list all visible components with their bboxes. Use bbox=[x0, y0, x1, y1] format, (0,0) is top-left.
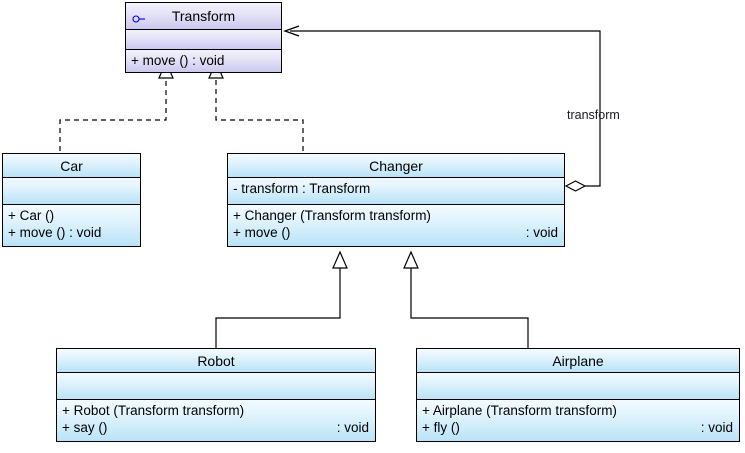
operation-row: + move () : void bbox=[131, 52, 277, 69]
operation-signature: + say () bbox=[62, 420, 108, 435]
operation-row: + say () : void bbox=[62, 419, 371, 436]
operation-text: + Robot (Transform transform) bbox=[62, 403, 245, 418]
operation-text: + Car () bbox=[8, 208, 55, 223]
operation-return-type: : void bbox=[336, 420, 369, 435]
operation-row: + Robot (Transform transform) bbox=[62, 402, 371, 419]
association-end-label-transform: transform bbox=[567, 108, 620, 122]
operation-row: + move () : void bbox=[233, 224, 560, 241]
attributes-compartment-car bbox=[3, 178, 140, 205]
attributes-compartment-airplane bbox=[417, 373, 739, 400]
class-name-airplane: Airplane bbox=[552, 352, 604, 369]
class-name-robot: Robot bbox=[197, 352, 235, 369]
operation-row: + fly () : void bbox=[422, 419, 735, 436]
operations-compartment-changer: + Changer (Transform transform) + move (… bbox=[228, 205, 564, 246]
operation-text: + Changer (Transform transform) bbox=[233, 208, 431, 223]
operation-return-type: : void bbox=[700, 420, 733, 435]
attributes-compartment-transform bbox=[126, 30, 281, 50]
class-box-robot[interactable]: Robot + Robot (Transform transform) + sa… bbox=[56, 348, 376, 442]
operation-row: + Airplane (Transform transform) bbox=[422, 402, 735, 419]
class-name-compartment-car: Car bbox=[3, 154, 140, 178]
operation-row: + Car () bbox=[8, 207, 136, 224]
attributes-compartment-changer: - transform : Transform bbox=[228, 178, 564, 205]
edge-car-realizes-transform bbox=[59, 60, 174, 160]
class-name-compartment-robot: Robot bbox=[57, 349, 375, 373]
edge-airplane-extends-changer bbox=[403, 250, 529, 355]
operations-compartment-robot: + Robot (Transform transform) + say () :… bbox=[57, 400, 375, 441]
class-name-car: Car bbox=[60, 157, 83, 174]
class-box-transform[interactable]: Transform + move () : void bbox=[125, 2, 282, 73]
class-name-compartment-transform: Transform bbox=[126, 3, 281, 30]
attributes-compartment-robot bbox=[57, 373, 375, 400]
attribute-text: - transform : Transform bbox=[233, 181, 371, 196]
class-name-compartment-airplane: Airplane bbox=[417, 349, 739, 373]
class-box-changer[interactable]: Changer - transform : Transform + Change… bbox=[227, 153, 565, 247]
attribute-row: - transform : Transform bbox=[233, 180, 560, 197]
operation-signature: + move () bbox=[233, 225, 291, 240]
class-name-changer: Changer bbox=[369, 157, 423, 174]
operation-signature: + fly () bbox=[422, 420, 460, 435]
class-name-compartment-changer: Changer bbox=[228, 154, 564, 178]
class-box-airplane[interactable]: Airplane + Airplane (Transform transform… bbox=[416, 348, 740, 442]
operations-compartment-airplane: + Airplane (Transform transform) + fly (… bbox=[417, 400, 739, 441]
class-name-transform: Transform bbox=[171, 8, 236, 24]
operations-compartment-car: + Car () + move () : void bbox=[3, 205, 140, 246]
operation-row: + Changer (Transform transform) bbox=[233, 207, 560, 224]
operation-text: + move () : void bbox=[131, 53, 225, 68]
operation-text: + move () : void bbox=[8, 225, 102, 240]
operation-return-type: : void bbox=[525, 225, 558, 240]
edge-robot-extends-changer bbox=[215, 250, 348, 355]
operation-row: + move () : void bbox=[8, 224, 136, 241]
operation-text: + Airplane (Transform transform) bbox=[422, 403, 617, 418]
interface-lollipop-icon bbox=[132, 11, 146, 23]
operations-compartment-transform: + move () : void bbox=[126, 50, 281, 72]
class-box-car[interactable]: Car + Car () + move () : void bbox=[2, 153, 141, 247]
edge-changer-realizes-transform bbox=[208, 60, 304, 160]
